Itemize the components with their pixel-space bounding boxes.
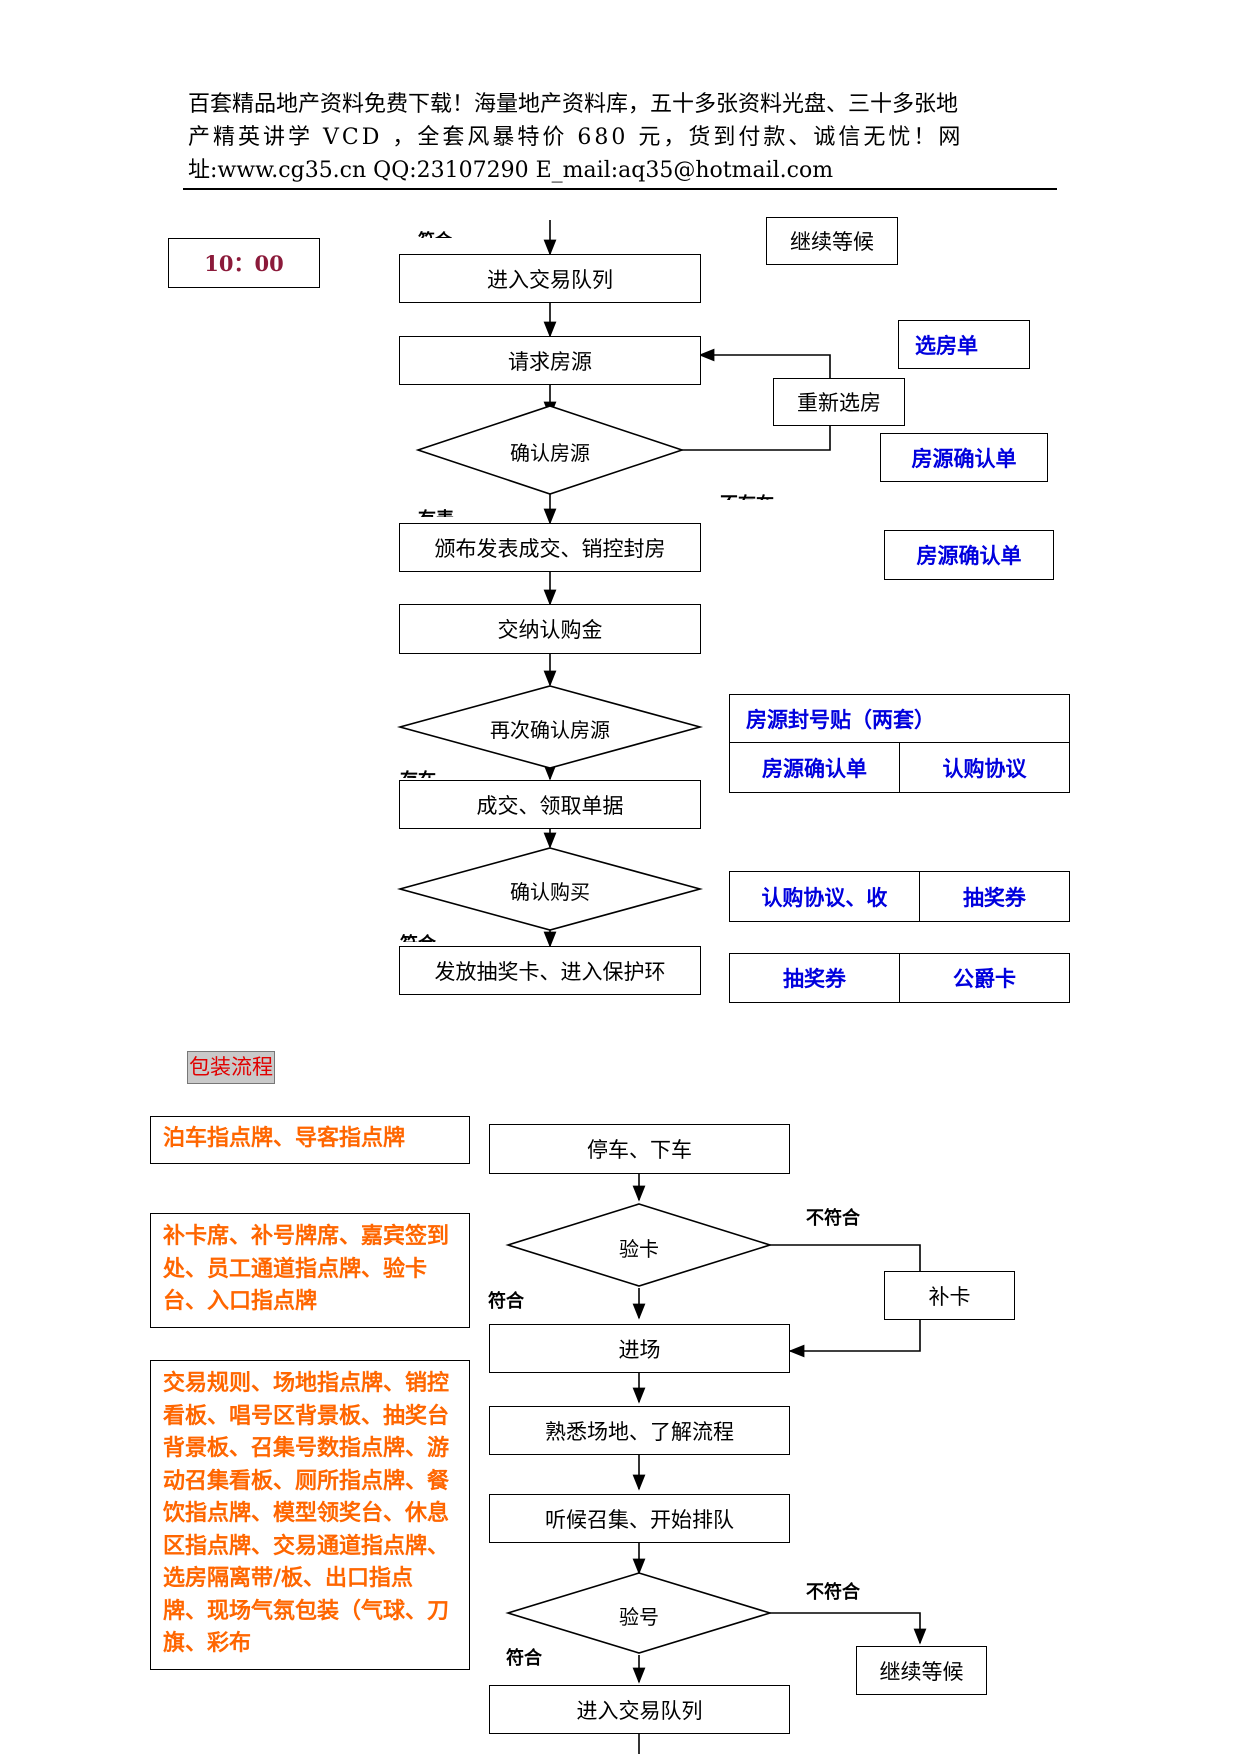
time-box: 10：00 — [168, 238, 320, 288]
side-reissue-card: 补卡 — [884, 1271, 1015, 1320]
side-continue-wait-2: 继续等候 — [856, 1646, 987, 1695]
label-yes-2: 存在 — [400, 766, 436, 778]
diamond-confirm-buy: 确认购买 — [510, 880, 590, 904]
doc-purchase-agreement: 认购协议 — [899, 743, 1069, 792]
doc-row-confirm-agreement: 房源确认单 认购协议 — [729, 742, 1070, 793]
step-familiarize: 熟悉场地、了解流程 — [489, 1406, 790, 1455]
step-park: 停车、下车 — [489, 1124, 790, 1174]
label-match-2: 符合 — [506, 1648, 542, 1669]
top-cut-label: 符合 — [418, 226, 452, 238]
step-enter-queue-2: 进入交易队列 — [489, 1685, 790, 1734]
label-no-match-2: 不符合 — [806, 1582, 860, 1603]
doc-confirm-sheet-b: 房源确认单 — [884, 530, 1054, 580]
header-line-3: 址:www.cg35.cn QQ:23107290 E_mail:aq35@ho… — [188, 158, 834, 183]
doc-seal-sticker: 房源封号贴（两套） — [729, 694, 1070, 743]
doc-agreement-receipt: 认购协议、收 — [761, 885, 888, 910]
diamond-check-card: 验卡 — [619, 1237, 659, 1261]
step-announce: 颁布发表成交、销控封房 — [399, 523, 701, 572]
diamond-check-number: 验号 — [619, 1605, 659, 1629]
doc-noble-card: 公爵卡 — [899, 954, 1069, 1002]
note-entrance-signs: 补卡席、补号牌席、嘉宾签到处、员工通道指点牌、验卡台、入口指点牌 — [150, 1213, 470, 1328]
doc-row-lottery-noble: 抽奖券 公爵卡 — [729, 953, 1070, 1003]
label-yes-1: 有表 — [418, 505, 454, 517]
doc-confirm-sheet-c: 房源确认单 — [762, 756, 867, 781]
side-reselect: 重新选房 — [773, 378, 905, 426]
header-line-1: 百套精品地产资料免费下载！海量地产资料库，五十多张资料光盘、三十多张地 — [188, 92, 959, 117]
label-match-1: 符合 — [488, 1291, 524, 1312]
label-no-match-1: 不符合 — [806, 1208, 860, 1229]
diamond-reconfirm: 再次确认房源 — [490, 718, 610, 742]
step-deal-receipt: 成交、领取单据 — [399, 780, 701, 829]
header-text: 百套精品地产资料免费下载！海量地产资料库，五十多张资料光盘、三十多张地 产精英讲… — [188, 88, 1056, 187]
step-pay-deposit: 交纳认购金 — [399, 604, 701, 654]
label-yes-3: 符合 — [400, 930, 436, 942]
step-enter-venue: 进场 — [489, 1324, 790, 1373]
doc-row-agreement-lottery: 认购协议、收 抽奖券 — [729, 871, 1070, 922]
doc-confirm-sheet-a: 房源确认单 — [880, 433, 1048, 482]
label-no-1: 不存在 — [720, 490, 774, 500]
diamond-confirm-source: 确认房源 — [510, 441, 590, 465]
doc-lottery-ticket-b: 抽奖券 — [783, 967, 846, 991]
header-line-2: 产精英讲学 VCD ，全套风暴特价 680 元，货到付款、诚信无忧！网 — [188, 125, 964, 150]
header-divider — [183, 188, 1057, 190]
step-wait-call: 听候召集、开始排队 — [489, 1494, 790, 1543]
packaging-title: 包装流程 — [187, 1051, 275, 1084]
doc-select-sheet: 选房单 — [898, 320, 1030, 369]
note-parking-signs: 泊车指点牌、导客指点牌 — [150, 1116, 470, 1164]
step-give-card: 发放抽奖卡、进入保护环 — [399, 946, 701, 995]
doc-lottery-ticket-a: 抽奖券 — [918, 872, 1069, 921]
note-venue-signs: 交易规则、场地指点牌、销控看板、唱号区背景板、抽奖台背景板、召集号数指点牌、游动… — [150, 1360, 470, 1670]
step-request-source: 请求房源 — [399, 336, 701, 385]
step-enter-queue: 进入交易队列 — [399, 254, 701, 303]
side-continue-wait: 继续等候 — [766, 217, 898, 265]
